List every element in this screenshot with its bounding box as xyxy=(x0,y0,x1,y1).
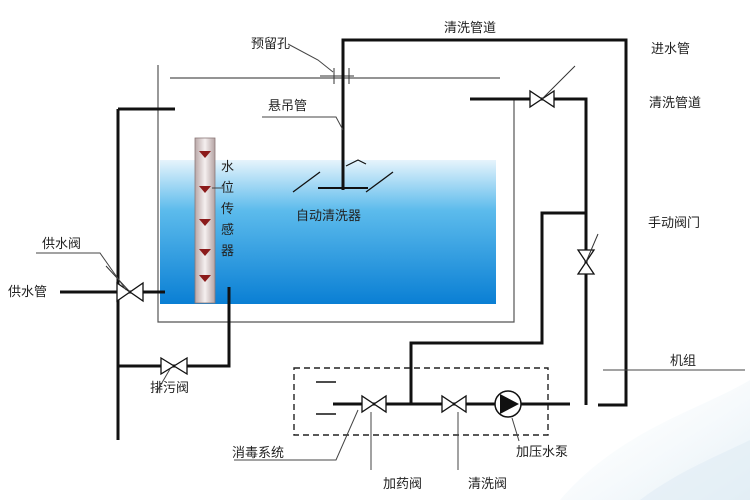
leader-lines xyxy=(36,43,520,470)
dosing-valve[interactable] xyxy=(361,394,387,414)
label-level-sensor-5: 器 xyxy=(221,244,234,259)
label-supply-pipe: 供水管 xyxy=(8,285,47,300)
manual-valve[interactable] xyxy=(576,233,599,275)
label-level-sensor-2: 位 xyxy=(221,181,234,196)
cleaning-pipe-top xyxy=(341,38,628,407)
label-level-sensor-1: 水 xyxy=(221,160,234,175)
tank-water xyxy=(160,160,496,304)
label-cleaning-pipe-right: 清洗管道 xyxy=(649,96,701,111)
cleaning-valve[interactable] xyxy=(441,394,467,414)
background-swirl-2 xyxy=(640,440,750,500)
reserved-hole-marker xyxy=(320,68,354,84)
label-disinfection-system: 消毒系统 xyxy=(232,446,284,461)
label-reserved-hole: 预留孔 xyxy=(251,37,290,52)
drain-pipe xyxy=(118,287,231,368)
label-dosing-valve: 加药阀 xyxy=(383,477,422,492)
label-manual-valve: 手动阀门 xyxy=(648,216,700,231)
label-inlet-pipe: 进水管 xyxy=(651,42,690,57)
label-drain-valve: 排污阀 xyxy=(150,381,189,396)
drain-valve[interactable] xyxy=(160,356,188,376)
booster-pump[interactable] xyxy=(494,390,522,418)
label-suspension-pipe: 悬吊管 xyxy=(268,99,307,114)
label-auto-cleaner: 自动清洗器 xyxy=(296,209,361,224)
pump-outlet-pipe xyxy=(409,211,586,404)
cleaning-pipe-valve[interactable] xyxy=(529,65,576,109)
auto-cleaner xyxy=(292,159,394,193)
label-booster-pump: 加压水泵 xyxy=(516,445,568,460)
tank-wall xyxy=(157,65,515,323)
label-supply-valve: 供水阀 xyxy=(42,237,81,252)
label-cleaning-pipe-top: 清洗管道 xyxy=(444,21,496,36)
label-level-sensor-4: 感 xyxy=(221,222,234,238)
label-unit: 机组 xyxy=(670,354,696,369)
level-sensor xyxy=(194,137,216,304)
label-level-sensor-3: 传 xyxy=(221,202,234,217)
supply-valve[interactable] xyxy=(105,265,144,303)
label-cleaning-valve: 清洗阀 xyxy=(468,477,507,492)
cleaning-pipe-right xyxy=(470,97,588,405)
